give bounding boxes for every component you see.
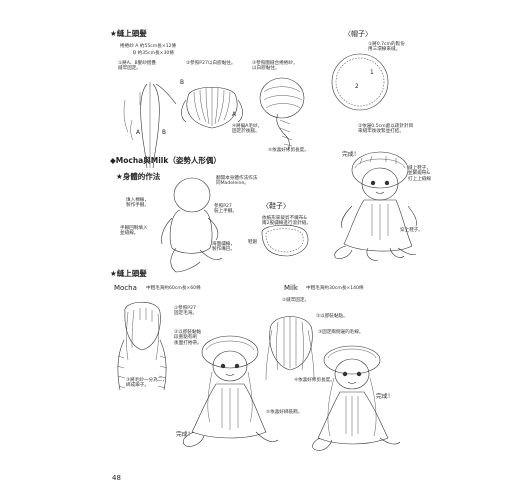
- shoe-pattern-diagram: [261, 224, 309, 257]
- mocha-step1: ①參照P27 固定毛海。: [174, 306, 197, 317]
- hat-num2: 2: [355, 84, 359, 90]
- mocha-step3: ③將毛紗一分為二， 綁成辮子。: [126, 378, 167, 389]
- page-number: 48: [112, 474, 121, 482]
- hair-spec-a: 捲捲紗 A 約55cm長×12條: [120, 44, 177, 49]
- hat-title: 〈帽子〉: [344, 30, 372, 38]
- shoes-note: 依紙形來裁剪不織布& 兩2股繡線進行滾針縫。: [262, 216, 311, 227]
- milk-step4: ④依喜好修剪長度。: [294, 378, 335, 383]
- hair-label-b2: B: [162, 130, 166, 136]
- body-note-top: 翻開本身體作法作法 同Madeleine。: [216, 176, 258, 187]
- section3-title: ★縫上頭髮: [110, 269, 147, 278]
- milk-hair-diagram: [265, 316, 315, 381]
- hair-step2: ②參照P27以白膠黏住。: [186, 61, 236, 66]
- mocha-name: Mocha: [114, 284, 137, 292]
- mocha-step2: ②以膠裝黏黏 段重點有刷 後面打捲帶。: [174, 330, 202, 346]
- hair-spec-b: B 約35cm長×30條: [133, 51, 174, 56]
- hat-num1: 1: [370, 70, 374, 76]
- doll-finished-top: [334, 151, 417, 261]
- hair-label-a1: A: [232, 112, 236, 118]
- mocha-spec: 中粗毛海約60cm長×60條: [146, 286, 201, 291]
- mocha-done: 完成！: [176, 432, 194, 438]
- doll-done-note1: 縫上鞋子， 並繫緞帶& 打上上縫線: [408, 166, 431, 182]
- milk-step5: ⑤依喜好綁裝飾。: [266, 410, 303, 415]
- hat-step2: ②依邊0.5cm處以疏針針目 來縫牢後收緊並打結。: [358, 124, 414, 135]
- doll-mocha-finished: [182, 335, 279, 447]
- section1-title: ★縫上頭髮: [110, 29, 147, 38]
- hat-circle-diagram: [331, 53, 389, 111]
- doll-done-note2: 穿上鞋子。: [400, 228, 423, 233]
- milk-step2: ②以膠裝黏點。: [316, 314, 348, 319]
- milk-step3: ③固定兩側邊的毛線。: [318, 330, 364, 335]
- hair-strands-diagram: [123, 82, 177, 169]
- hair-step1: ①將A、B髮紗摺疊 縫牢固定。: [118, 61, 156, 72]
- milk-spec: 中粗毛海約30cm長×140條: [306, 286, 364, 291]
- hair-label-a2: A: [136, 130, 140, 136]
- head-hair-diagram: [181, 87, 243, 129]
- shoe-label: 鞋跟: [248, 240, 258, 245]
- shoes-title: 〈鞋子〉: [262, 202, 290, 210]
- doll-body-diagram: [161, 177, 223, 273]
- body-note-fill: 填入棉線， 製作手腳。: [126, 198, 149, 209]
- hat-step1: ①將0.7cm的鬆份 用三環線來縫。: [368, 42, 405, 53]
- body-title: ★身體的作法: [116, 172, 161, 181]
- milk-done: 完成！: [376, 394, 394, 400]
- milk-name: Milk: [284, 284, 298, 292]
- mocha-hair-diagram: [116, 301, 168, 391]
- doll-done-label: 完成！: [342, 152, 360, 158]
- body-note-sew: 手腳回制填入 並縫線。: [120, 226, 148, 237]
- hair-step5: ⑤依喜好修剪長度。: [268, 148, 309, 153]
- hair-label-b1: B: [180, 80, 184, 86]
- body-note-ref: 參照P27 裝上手腳。: [214, 204, 237, 215]
- milk-step1: ①縫牢固定。: [282, 298, 310, 303]
- hair-step4: ④將編A毛紗， 固定於後腦。: [232, 124, 263, 135]
- braid-head-diagram: [259, 77, 305, 151]
- section2-title: ◆Mocha與Milk（姿勢人形偶）: [110, 156, 221, 165]
- body-note-face: 海面繡線， 製作嘴巴。: [212, 242, 235, 253]
- hair-step3: ③參照圖縫合捲捲紗， 以白膠黏住。: [252, 61, 298, 72]
